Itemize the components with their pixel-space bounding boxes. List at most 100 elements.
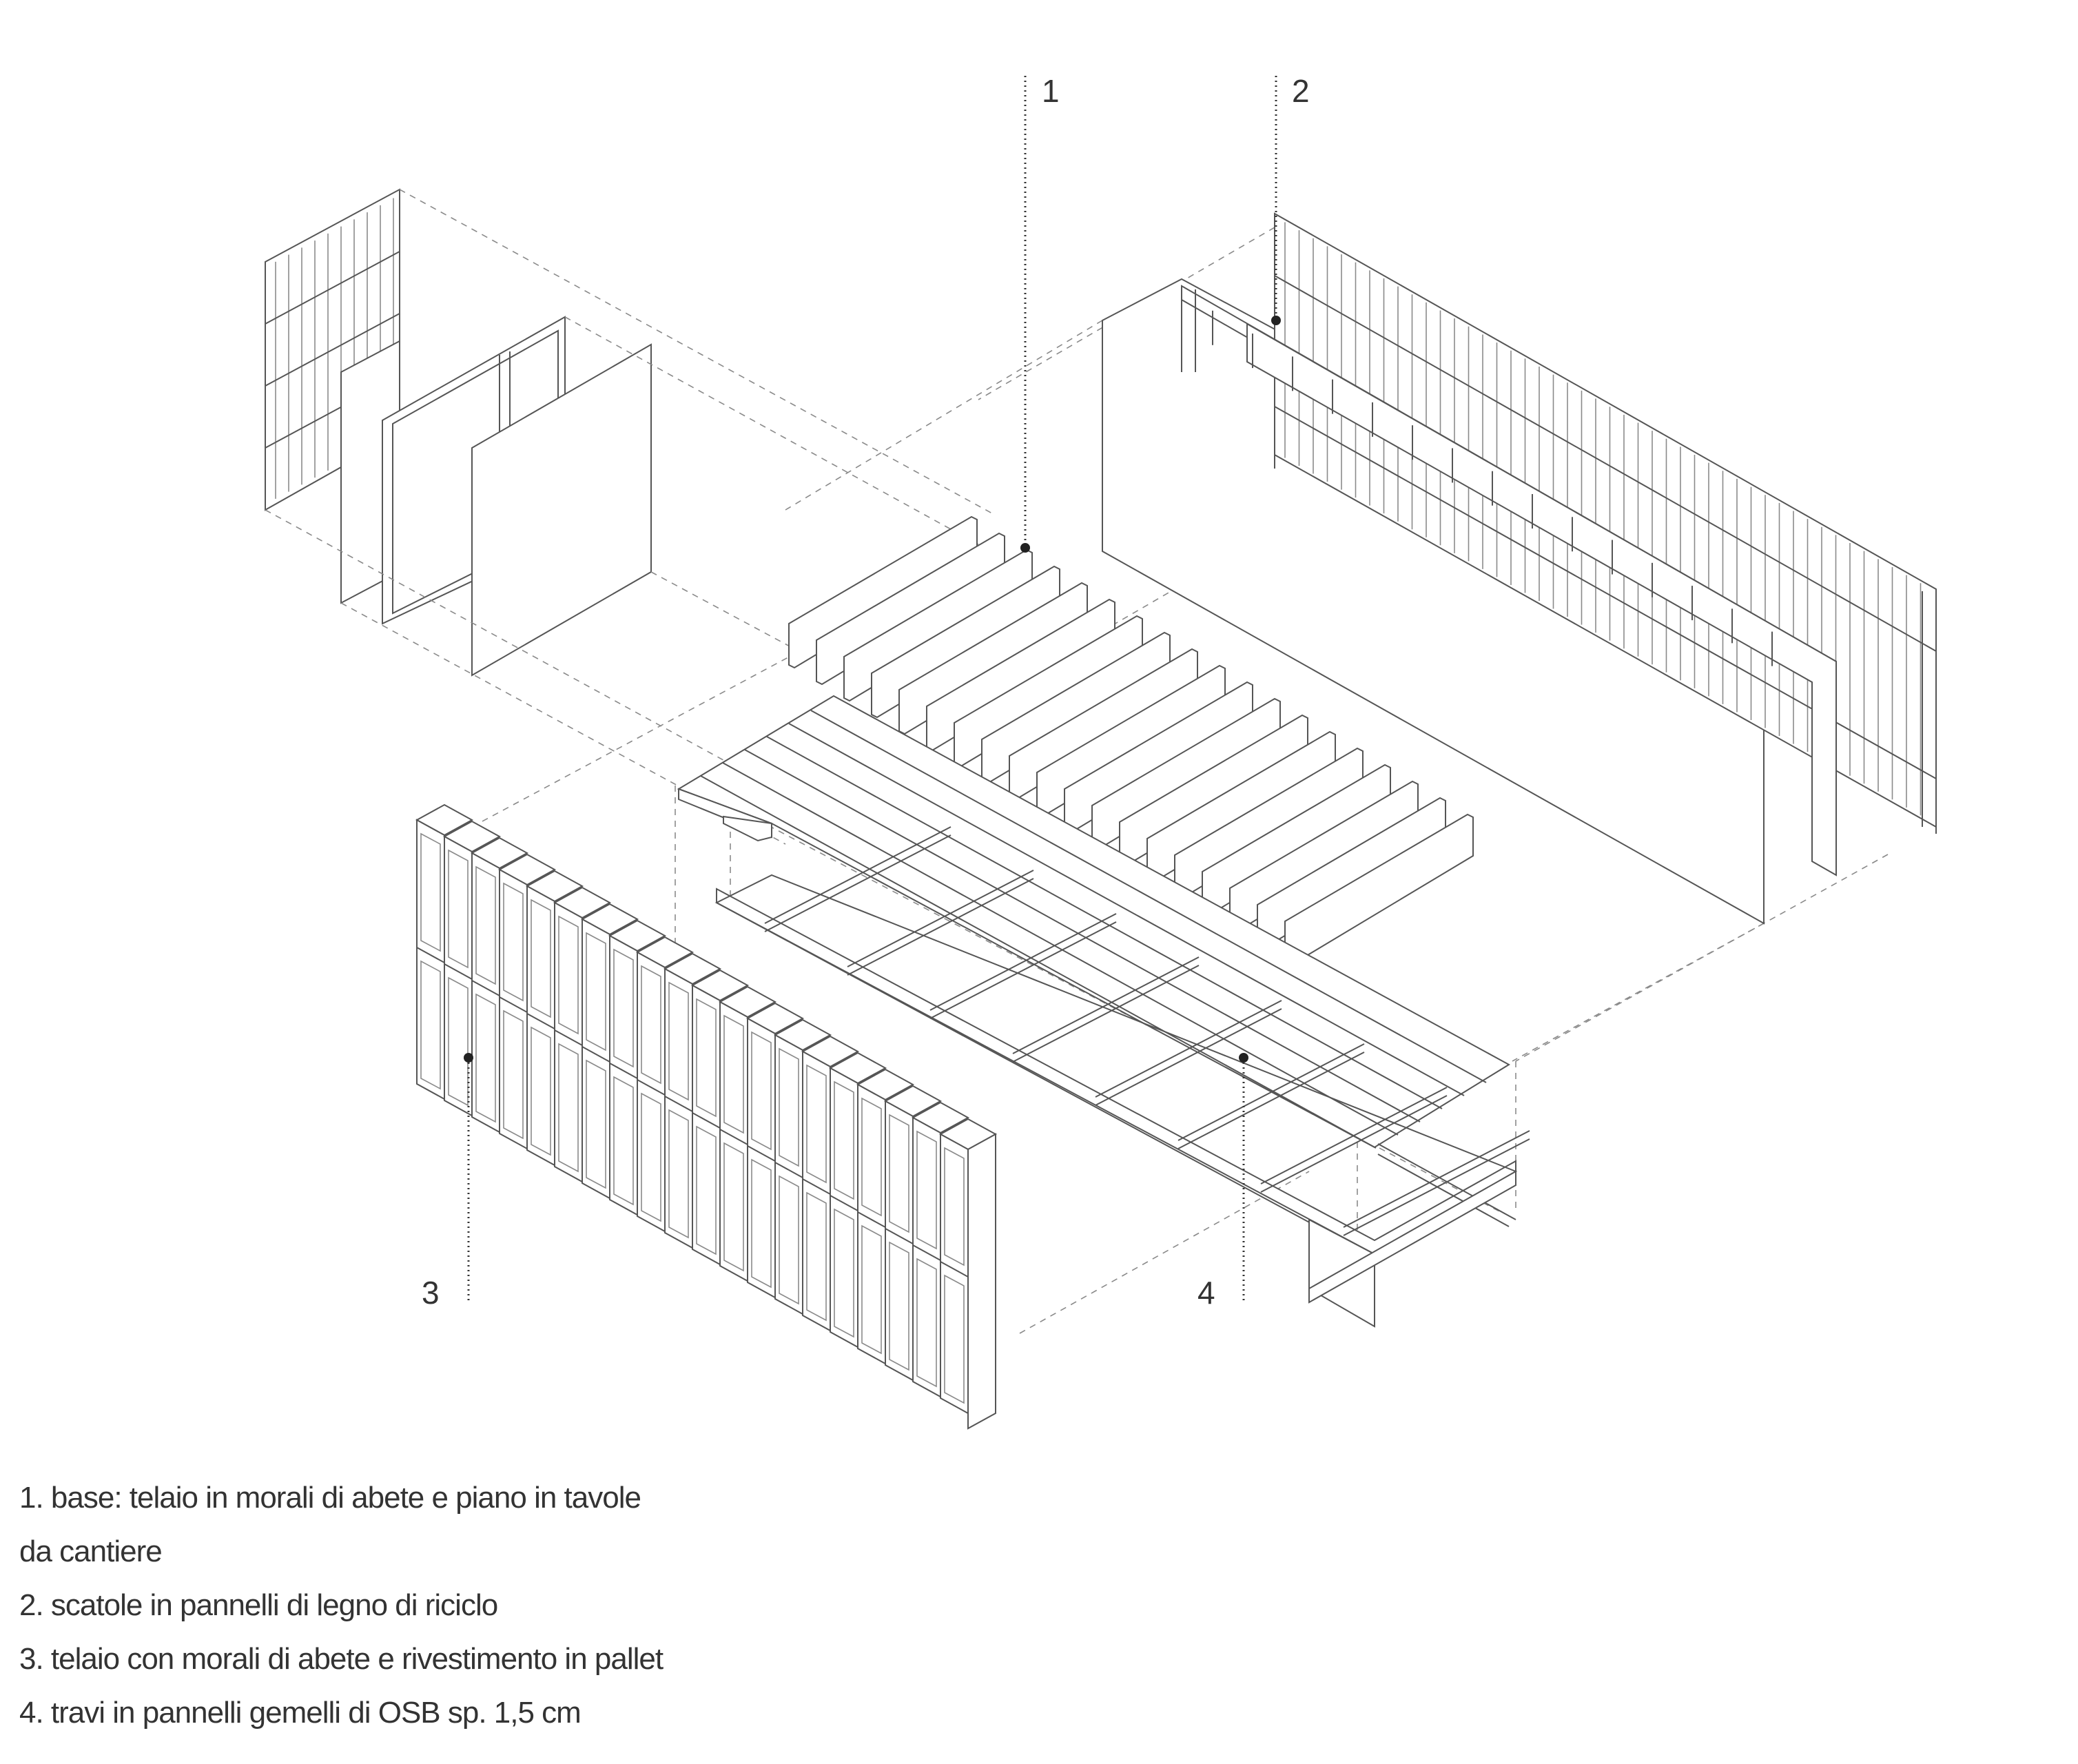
box-inner [944, 1274, 965, 1404]
box-inner [696, 998, 717, 1118]
box-inner [779, 1175, 799, 1305]
box-inner [861, 1097, 882, 1217]
box-divider [554, 1029, 583, 1046]
box-inner [420, 832, 441, 952]
box-inner [475, 993, 496, 1123]
box-inner [806, 1191, 827, 1322]
box-inner [420, 960, 441, 1090]
right-board-panel [1102, 278, 1765, 925]
frame-joist [1177, 1043, 1365, 1141]
box-inner [834, 1208, 854, 1338]
frame-joist [929, 921, 1117, 1019]
box-divider [444, 963, 473, 980]
frame-joist [764, 826, 951, 924]
frame-joist [1012, 965, 1200, 1063]
box-inner [806, 1064, 827, 1184]
box-inner [751, 1031, 772, 1151]
box-divider [692, 1112, 721, 1129]
platform-board [810, 710, 1487, 1083]
frame-joist [1012, 956, 1200, 1054]
box-divider [582, 1046, 610, 1063]
leader-3-dot [1271, 316, 1281, 325]
legend-item-2: 2. scatole in pannelli di legno di ricic… [19, 1588, 498, 1622]
box-inner [779, 1047, 799, 1167]
box-end-side [967, 1133, 996, 1430]
platform-board [722, 762, 1399, 1136]
frame-joist [1095, 1000, 1282, 1098]
box-divider [499, 996, 528, 1013]
frame-joist [764, 834, 951, 932]
frame-joist [1343, 1130, 1530, 1228]
callout-label-4: 1 [1042, 73, 1060, 109]
legend-item-1: 1. base: telaio in morali di abete e pia… [19, 1481, 641, 1515]
box-inner [944, 1147, 965, 1266]
box-divider [526, 1013, 555, 1029]
platform-board [744, 749, 1421, 1122]
legend: 1. base: telaio in morali di abete e pia… [19, 1471, 984, 1740]
legend-item-1-continued: da cantiere [19, 1535, 163, 1568]
box-inner [834, 1080, 854, 1200]
box-inner [641, 965, 661, 1085]
frame-joist [1260, 1087, 1448, 1184]
projection-lines [265, 189, 1889, 1334]
callout-leaders [464, 76, 1281, 1302]
box-inner [503, 882, 524, 1002]
box-inner [475, 865, 496, 985]
box-divider [774, 1162, 803, 1178]
frame-joist [847, 870, 1034, 967]
box-divider [940, 1261, 969, 1278]
box-divider [637, 1079, 666, 1096]
leader-4-dot [1020, 543, 1030, 553]
box-inner [448, 976, 469, 1107]
frame-joist [1177, 1052, 1365, 1149]
box-divider [471, 980, 500, 996]
callout-label-3: 2 [1292, 73, 1310, 109]
box-inner [531, 1026, 551, 1156]
box-inner [613, 1076, 634, 1206]
box-inner [448, 849, 469, 969]
right-frame-beam [1181, 285, 1837, 876]
box-inner [586, 932, 606, 1052]
box-divider [719, 1129, 748, 1145]
callout-label-2: 3 [422, 1275, 440, 1311]
box-inner [586, 1059, 606, 1189]
legend-item-3: 3. telaio con morali di abete e rivestim… [19, 1642, 663, 1676]
box-inner [668, 981, 689, 1101]
platform-board [788, 723, 1465, 1096]
box-inner [558, 915, 579, 1035]
platform-board [766, 736, 1443, 1109]
box-inner [916, 1130, 937, 1250]
osb-beams [788, 515, 1474, 967]
base-platform [677, 695, 1530, 1328]
frame-joist [1260, 1095, 1448, 1193]
box-inner [889, 1241, 909, 1371]
box-divider [830, 1195, 858, 1211]
box-column [415, 803, 998, 1430]
box-inner [861, 1224, 882, 1355]
frame-joist [847, 878, 1034, 976]
box-inner [531, 899, 551, 1018]
box-divider [609, 1063, 638, 1079]
box-divider [802, 1178, 831, 1195]
box-divider [912, 1244, 941, 1261]
box-inner [696, 1125, 717, 1255]
box-inner [641, 1092, 661, 1222]
frame-joist [1095, 1008, 1282, 1106]
box-divider [885, 1228, 914, 1244]
leader-2-dot [464, 1053, 473, 1063]
box-divider [664, 1096, 693, 1112]
box-inner [558, 1043, 579, 1173]
leader-1-dot [1239, 1053, 1248, 1063]
box-divider [416, 947, 445, 963]
legend-item-4: 4. travi in pannelli gemelli di OSB sp. … [19, 1696, 582, 1730]
box-inner [613, 948, 634, 1068]
box-inner [668, 1109, 689, 1239]
box-inner [723, 1014, 744, 1134]
box-divider [857, 1211, 886, 1228]
box-inner [503, 1009, 524, 1140]
box-inner [723, 1142, 744, 1272]
box-divider [747, 1145, 776, 1162]
box-inner [751, 1158, 772, 1289]
callout-label-1: 4 [1197, 1275, 1215, 1311]
